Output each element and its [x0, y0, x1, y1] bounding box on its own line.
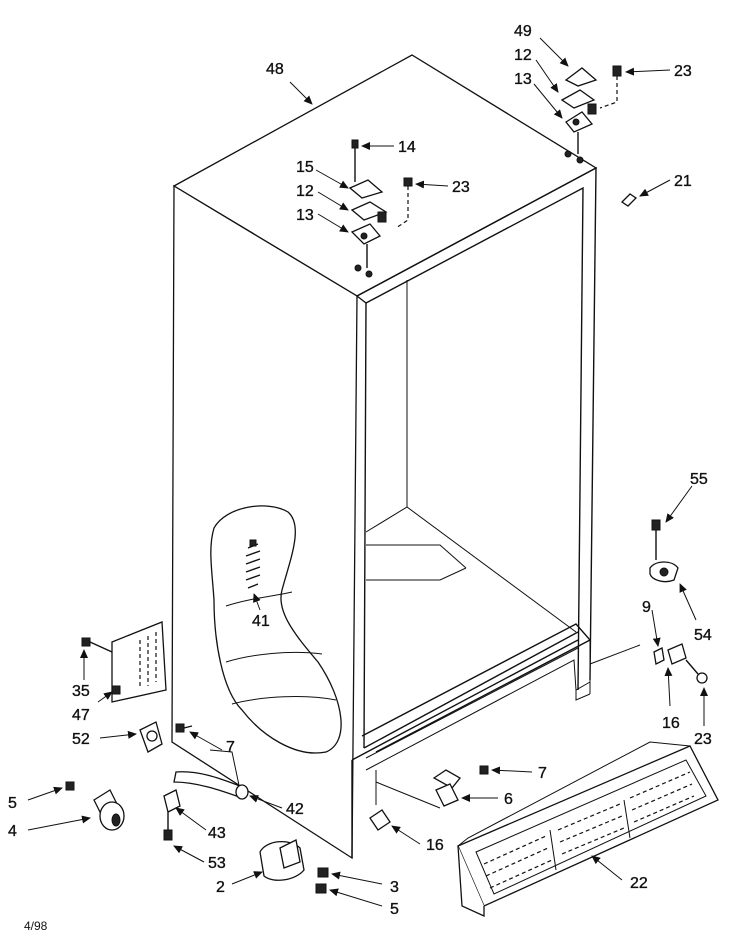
spring-part-41	[245, 539, 261, 589]
callout-12: 12	[296, 183, 314, 200]
callout-42: 42	[286, 801, 304, 818]
callout-52: 52	[72, 731, 90, 748]
callout-53: 53	[208, 855, 226, 872]
callout-5: 5	[8, 795, 17, 812]
callout-15: 15	[296, 159, 314, 176]
drain-tube-assembly	[163, 771, 249, 841]
callout-21: 21	[674, 173, 692, 190]
callout-12: 12	[514, 47, 532, 64]
callout-7: 7	[226, 739, 235, 756]
callout-13: 13	[296, 207, 314, 224]
callout-13: 13	[514, 71, 532, 88]
callout-16: 16	[426, 837, 444, 854]
callout-22: 22	[630, 875, 648, 892]
callout-4: 4	[8, 823, 17, 840]
callout-23: 23	[674, 63, 692, 80]
callout-9: 9	[642, 599, 651, 616]
front-leveler-bracket	[369, 765, 489, 831]
leader-lines	[27, 37, 708, 907]
kickplate-grille-part-22	[457, 741, 719, 918]
callout-6: 6	[504, 791, 513, 808]
right-side-parts	[649, 519, 708, 684]
callout-35: 35	[72, 683, 90, 700]
callout-55: 55	[690, 471, 708, 488]
callout-23: 23	[694, 731, 712, 748]
callout-16: 16	[662, 715, 680, 732]
callout-43: 43	[208, 825, 226, 842]
callout-41: 41	[252, 613, 270, 630]
callout-49: 49	[514, 23, 532, 40]
rear-left-bracket-assembly	[81, 621, 193, 753]
bracket-part-21	[620, 193, 638, 207]
top-left-hinge-assembly	[348, 139, 413, 278]
callout-54: 54	[694, 627, 712, 644]
date-code: 4/98	[24, 919, 48, 933]
top-right-hinge-assembly	[560, 65, 622, 164]
front-caster-assembly	[259, 839, 329, 894]
callout-5: 5	[390, 901, 399, 918]
callout-48: 48	[266, 61, 284, 78]
callout-23: 23	[452, 179, 470, 196]
callout-47: 47	[72, 707, 90, 724]
callout-labels: 48 49 12 13 23 14 15 12 23 13 21 55 41 9…	[8, 23, 712, 918]
cabinet-body	[171, 54, 641, 860]
callout-7: 7	[538, 765, 547, 782]
callout-3: 3	[390, 879, 399, 896]
callout-14: 14	[398, 139, 416, 156]
callout-2: 2	[216, 879, 225, 896]
caster-part-4	[65, 781, 125, 831]
